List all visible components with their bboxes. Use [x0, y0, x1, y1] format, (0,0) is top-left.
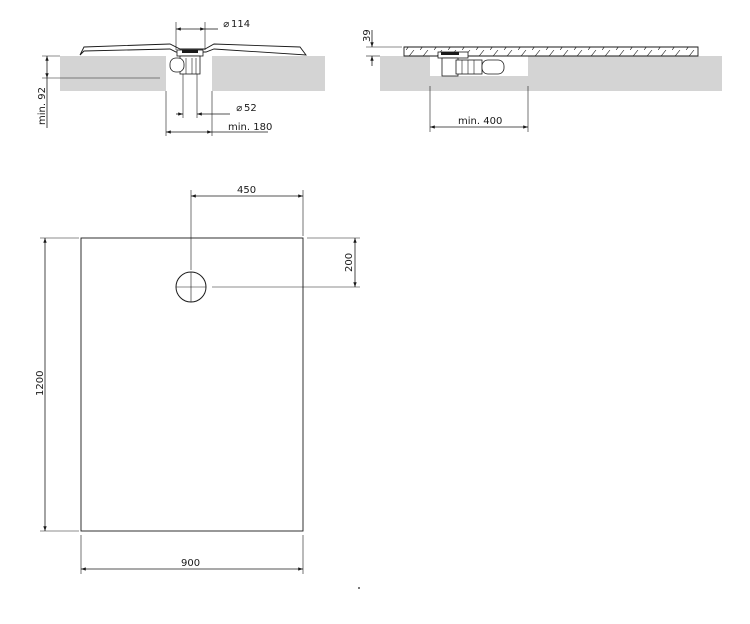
diameter-114-label: ⌀ [223, 19, 230, 30]
floor-with-recess [380, 56, 722, 91]
stray-dot [358, 587, 360, 589]
diameter-114-value: 114 [231, 19, 250, 30]
min-400-label: min. 400 [458, 116, 502, 127]
dim-1200-label: 1200 [35, 371, 46, 396]
dim-900-label: 900 [181, 558, 200, 569]
right-section-view: 39 min. 400 [362, 29, 722, 132]
plan-view: 450 200 1200 900 [35, 185, 360, 574]
tray-hatched [403, 46, 699, 57]
min-92-label: min. 92 [37, 87, 48, 125]
side-drain-trap [437, 51, 505, 77]
diameter-52-label: ⌀ [236, 103, 243, 114]
floor-right-block [212, 56, 325, 91]
drain-trap [169, 49, 204, 75]
thickness-39-label: 39 [362, 29, 373, 42]
min-180-label: min. 180 [228, 122, 272, 133]
dim-450-label: 450 [237, 185, 256, 196]
tray-profile [79, 43, 307, 56]
dim-200-label: 200 [344, 253, 355, 272]
diameter-52-value: 52 [244, 103, 257, 114]
floor-left-block [60, 56, 166, 91]
left-section-view: ⌀ 114 ⌀ 52 min. 180 min. 92 [37, 19, 325, 136]
